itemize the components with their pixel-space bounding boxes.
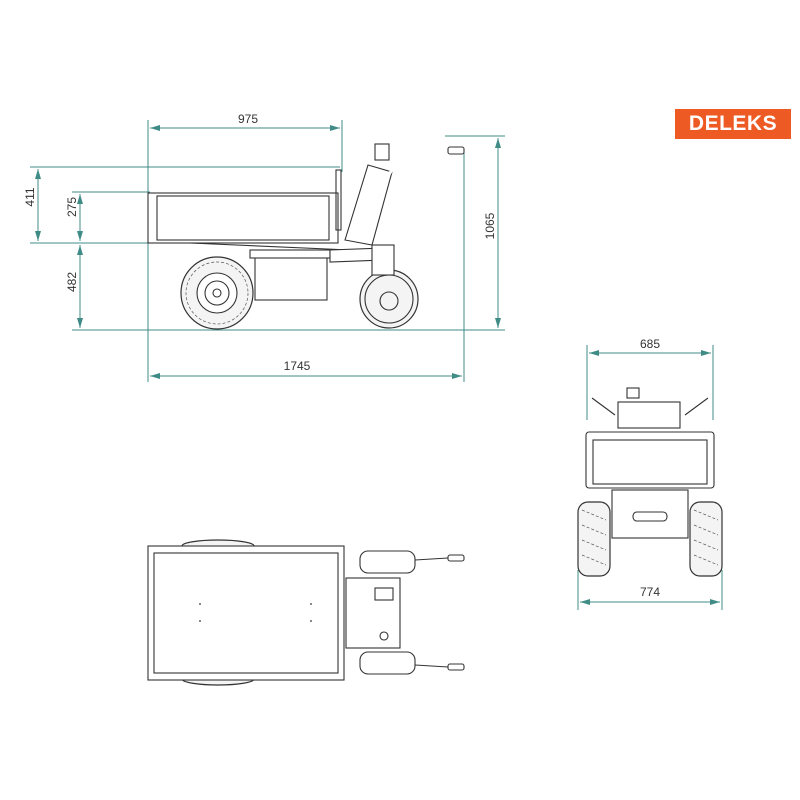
top-front-wheel-left bbox=[359, 550, 416, 574]
top-control-panel bbox=[345, 577, 401, 649]
side-machine-drawing bbox=[147, 143, 465, 330]
dim-label-1065: 1065 bbox=[483, 212, 497, 239]
top-front-wheel-right bbox=[359, 651, 416, 675]
extension-lines bbox=[30, 120, 505, 382]
handlebar-grip bbox=[447, 146, 465, 155]
dump-bed bbox=[147, 192, 339, 244]
dim-label-975: 975 bbox=[238, 112, 258, 126]
dim-label-774: 774 bbox=[640, 585, 660, 599]
dim-label-685: 685 bbox=[640, 337, 660, 351]
front-fork bbox=[371, 244, 395, 276]
top-grip-right bbox=[447, 663, 465, 671]
deleks-logo: DELEKS bbox=[675, 109, 791, 139]
front-wheel bbox=[359, 269, 419, 329]
handle-column bbox=[344, 164, 393, 246]
logo-text: DELEKS bbox=[688, 112, 778, 135]
top-grip-left bbox=[447, 554, 465, 562]
dim-label-275: 275 bbox=[65, 197, 79, 217]
battery-box bbox=[254, 251, 328, 301]
top-view bbox=[147, 539, 465, 686]
control-box bbox=[374, 143, 390, 161]
front-machine-drawing bbox=[577, 387, 723, 577]
front-bed bbox=[585, 431, 715, 489]
dim-label-411: 411 bbox=[23, 187, 37, 206]
top-bed bbox=[147, 545, 345, 681]
right-tyre bbox=[689, 501, 723, 577]
side-view: 975 1745 411 275 482 1065 bbox=[23, 112, 505, 382]
dim-label-482: 482 bbox=[65, 272, 79, 292]
dim-label-1745: 1745 bbox=[284, 359, 311, 373]
left-tyre bbox=[577, 501, 611, 577]
front-view: 685 774 bbox=[577, 337, 723, 610]
